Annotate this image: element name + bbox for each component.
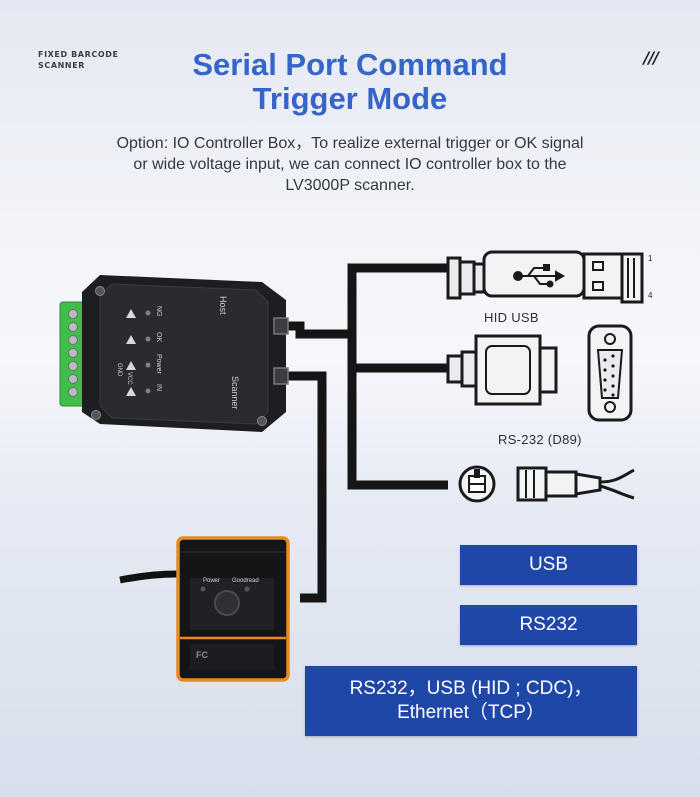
interfaces-line-2: Ethernet（TCP） (397, 702, 545, 723)
brand-line-2: SCANNER (38, 61, 86, 70)
slashes-decoration: /// (643, 48, 659, 67)
description: Option: IO Controller Box，To realize ext… (116, 135, 584, 194)
terminal-label-vcc: VCC (126, 372, 132, 385)
db9-connector-icon (446, 324, 633, 422)
interfaces-line-1: RS232，USB (HID ; CDC)， (349, 678, 593, 699)
scanner-power-label: Power (203, 578, 221, 584)
scanner-goodread-label: Goodread (232, 578, 259, 584)
host-port-label: Host (218, 296, 228, 315)
usb-label: HID USB (484, 310, 539, 325)
led-label-power: Power (155, 354, 162, 374)
host-cable (282, 263, 448, 339)
usb-connector-icon (446, 250, 644, 304)
scanner-device (176, 536, 290, 682)
ethernet-cable (347, 368, 448, 490)
rs232-badge: RS232 (460, 605, 637, 645)
usb-badge: USB (460, 545, 637, 585)
title-line-2: Trigger Mode (252, 81, 448, 116)
usb-pin-last: 4 (648, 291, 653, 300)
led-label-ok: OK (155, 332, 162, 343)
scanner-marking: FC (196, 650, 208, 660)
led-label-ng: NG (155, 306, 162, 317)
brand-line-1: FIXED BARCODE (38, 50, 119, 59)
io-controller-box (59, 275, 289, 432)
rs232-cable (347, 334, 448, 373)
ethernet-connector-icon (458, 465, 635, 503)
led-label-in: IN (155, 384, 162, 391)
usb-pin-first: 1 (648, 254, 653, 263)
interfaces-badge: RS232，USB (HID ; CDC)， Ethernet（TCP） (305, 666, 637, 736)
rs232-label: RS-232 (D89) (498, 432, 582, 447)
title-line-1: Serial Port Command (192, 47, 508, 82)
brand-label: FIXED BARCODE SCANNER (38, 49, 148, 71)
scanner-link-cable (282, 371, 327, 603)
page-title: Serial Port Command Trigger Mode (150, 48, 550, 116)
terminal-label-gnd: GND (116, 363, 122, 377)
scanner-rear-cable (119, 570, 179, 584)
scanner-port-label: Scanner (230, 376, 240, 410)
